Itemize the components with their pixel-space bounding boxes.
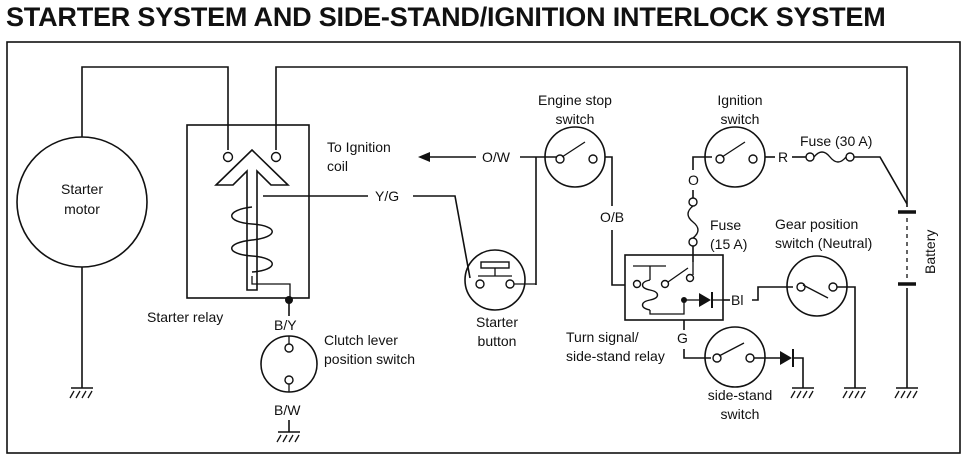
side-stand-label-1: side-stand [708, 387, 773, 403]
starter-motor: Starter motor [16, 136, 148, 268]
side-stand-label-2: switch [721, 406, 760, 422]
clutch-lever-switch: Clutch lever position switch [260, 332, 415, 393]
ignition-coil-label-1: To Ignition [327, 139, 391, 155]
ground-icon [790, 387, 815, 399]
fuse-15a: Fuse (15 A) [687, 197, 747, 252]
turn-signal-side-stand-relay: Turn signal/ side-stand relay [566, 254, 724, 364]
diode-icon [780, 351, 792, 365]
starter-relay: Starter relay [147, 124, 310, 325]
ground-icon [894, 387, 919, 399]
battery: Battery [898, 210, 938, 286]
starter-relay-label: Starter relay [147, 309, 223, 325]
r-wire-label: R [778, 149, 788, 165]
battery-positive-bus [275, 66, 908, 207]
battery-label: Battery [922, 230, 938, 274]
gear-switch-label-2: switch (Neutral) [775, 235, 872, 251]
starter-motor-label-2: motor [64, 201, 100, 217]
ignition-switch-label-1: Ignition [717, 92, 762, 108]
relay-terminal-icon [222, 151, 234, 163]
engine-stop-switch: Engine stop switch [538, 92, 612, 188]
fuse-15a-label-2: (15 A) [710, 236, 747, 252]
relay-coil-icon [231, 206, 273, 273]
motor-to-relay-wire [81, 66, 229, 150]
by-wire-label: B/Y [274, 317, 297, 333]
fuse-30a-label: Fuse (30 A) [800, 133, 872, 149]
starter-button-label-2: button [478, 333, 517, 349]
fuse-15a-label-1: Fuse [710, 217, 741, 233]
gear-switch-label-1: Gear position [775, 216, 858, 232]
clutch-switch-label-2: position switch [324, 351, 415, 367]
engine-stop-label-1: Engine stop [538, 92, 612, 108]
starter-button: Starter button [464, 249, 536, 349]
ignition-coil-label-2: coil [327, 158, 348, 174]
yg-wire-to-button [413, 195, 471, 279]
ignition-switch: Ignition switch [704, 92, 766, 188]
clutch-switch-label-1: Clutch lever [324, 332, 398, 348]
g-wire-label: G [677, 330, 688, 346]
relay-contact-arrow-icon [214, 148, 290, 291]
turn-relay-label-1: Turn signal/ [566, 329, 639, 345]
ob-wire-label: O/B [600, 209, 624, 225]
diagram-title: STARTER SYSTEM AND SIDE-STAND/IGNITION I… [6, 2, 886, 32]
engine-stop-label-2: switch [556, 111, 595, 127]
arrow-left-icon [418, 152, 430, 162]
turn-relay-label-2: side-stand relay [566, 348, 665, 364]
diode-icon [699, 293, 711, 307]
ground-icon [842, 387, 867, 399]
side-stand-switch: side-stand switch [704, 326, 773, 422]
starter-motor-label-1: Starter [61, 181, 103, 197]
ignition-switch-label-2: switch [721, 111, 760, 127]
ow-wire-label: O/W [482, 149, 511, 165]
o-wire-label: O [688, 172, 699, 188]
ground-icon [69, 387, 94, 399]
yg-wire-label: Y/G [375, 188, 399, 204]
relay-terminal-icon [270, 151, 282, 163]
bl-wire-label: Bl [731, 292, 743, 308]
gear-position-switch: Gear position switch (Neutral) [775, 216, 872, 317]
fuse-30a: Fuse (30 A) [800, 133, 872, 163]
ground-icon [276, 431, 301, 443]
diagram-frame [6, 41, 961, 454]
starter-button-label-1: Starter [476, 314, 518, 330]
bw-wire-label: B/W [274, 402, 301, 418]
